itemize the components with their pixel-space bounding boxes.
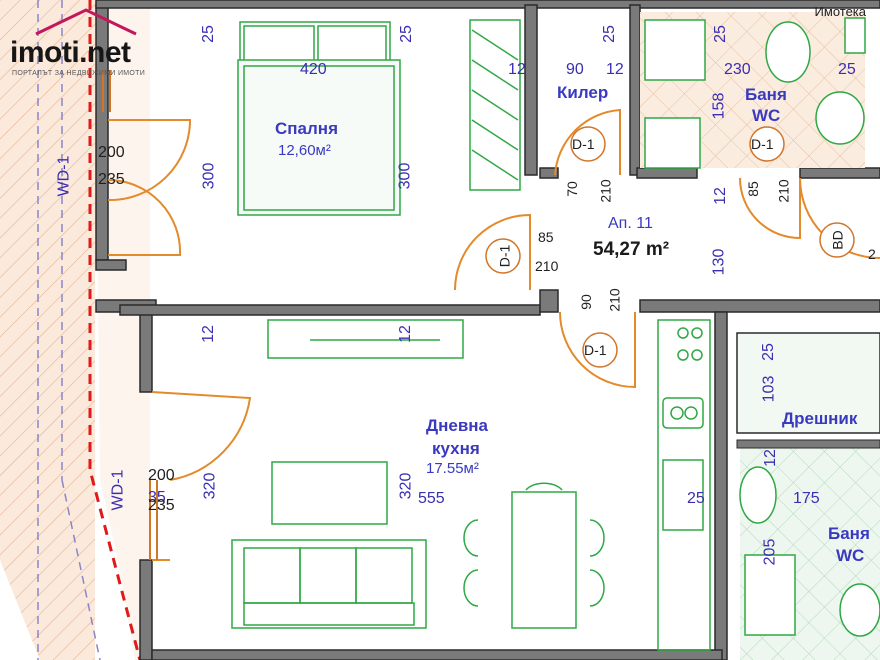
living-height-left: 320 bbox=[201, 472, 219, 500]
hall-depth: 130 bbox=[710, 248, 728, 276]
bathroom-width: 230 bbox=[724, 61, 751, 78]
bedroom-furniture bbox=[237, 19, 521, 216]
window-1-height: 235 bbox=[98, 171, 125, 188]
walls bbox=[95, 0, 880, 660]
door-5-width: 2 bbox=[868, 246, 876, 262]
window-frames bbox=[102, 70, 158, 560]
window-2-width: 200 bbox=[148, 467, 175, 484]
hall-wall: 12 bbox=[711, 187, 729, 205]
bathroom2-width: 175 bbox=[793, 490, 820, 507]
door-4-width: 90 bbox=[577, 294, 594, 310]
door-4-code: D-1 bbox=[584, 342, 607, 358]
door-markers bbox=[485, 126, 855, 368]
logo-tagline: ПОРТАЛЪТ ЗА НЕДВИЖИМИ ИМОТИ bbox=[12, 70, 146, 77]
bathroom2-wall: 12 bbox=[761, 449, 779, 467]
door-1-code: D-1 bbox=[572, 136, 595, 152]
storage-width: 90 bbox=[566, 61, 584, 78]
bathroom-name-line1: Баня bbox=[745, 85, 787, 104]
living-area: 17.55м² bbox=[426, 460, 479, 477]
red-boundary-line bbox=[88, 0, 142, 660]
door-2-code: D-1 bbox=[751, 136, 774, 152]
wardrobe-dim-a: 25 bbox=[759, 343, 777, 361]
bedroom-top-right: 25 bbox=[397, 25, 415, 43]
door-1-width: 70 bbox=[563, 181, 580, 197]
site-logo[interactable]: imoti.net bbox=[10, 36, 131, 69]
bathroom-top: 25 bbox=[711, 25, 729, 43]
storage-wall: 12 bbox=[606, 61, 624, 78]
terrace-hatch bbox=[0, 0, 95, 660]
window-2-height: 235 bbox=[148, 497, 175, 514]
door-4-height: 210 bbox=[606, 288, 623, 312]
bathroom-height: 158 bbox=[710, 92, 728, 120]
bathroom-wall: 25 bbox=[838, 61, 856, 78]
bathroom-fixtures bbox=[644, 17, 880, 637]
bedroom-area: 12,60м² bbox=[278, 142, 331, 159]
door-2-height: 210 bbox=[775, 179, 792, 203]
kitchen-dim: 25 bbox=[687, 490, 705, 507]
watermark: Имотека bbox=[814, 4, 866, 19]
bedroom-height-left: 300 bbox=[200, 162, 218, 190]
living-top-left: 12 bbox=[199, 325, 217, 343]
living-width: 555 bbox=[418, 490, 445, 507]
storage-name: Килер bbox=[557, 83, 609, 102]
apartment-area: 54,27 m² bbox=[593, 239, 670, 260]
living-height-right: 320 bbox=[397, 472, 415, 500]
wardrobe-wall: 12 bbox=[508, 61, 526, 78]
bedroom-top-left: 25 bbox=[199, 25, 217, 43]
bathroom-name-line2: WC bbox=[752, 106, 781, 125]
living-furniture bbox=[231, 319, 711, 651]
living-top-right: 12 bbox=[396, 325, 414, 343]
window-2-code: WD-1 bbox=[109, 469, 127, 511]
bedroom-name: Спалня bbox=[275, 119, 338, 138]
bathroom2-name-line2: WC bbox=[836, 546, 865, 565]
bathroom2-height: 205 bbox=[761, 538, 779, 566]
apartment-number: Ап. 11 bbox=[608, 215, 653, 232]
living-name-line1: Дневна bbox=[426, 416, 489, 435]
living-name-line2: кухня bbox=[432, 439, 480, 458]
window-1-width: 200 bbox=[98, 144, 125, 161]
wardrobe-dim-b: 103 bbox=[760, 375, 778, 403]
door-5-code: BD bbox=[829, 230, 846, 250]
door-3-height: 210 bbox=[535, 258, 559, 274]
wardrobe-name: Дрешник bbox=[782, 409, 858, 428]
storage-top: 25 bbox=[600, 25, 618, 43]
logo-roof-icon bbox=[35, 8, 137, 36]
window-1-code: WD-1 bbox=[55, 155, 73, 197]
door-2-width: 85 bbox=[744, 181, 761, 197]
door-1-height: 210 bbox=[597, 179, 614, 203]
window-2-sill: 35 bbox=[148, 489, 166, 506]
door-3-code: D-1 bbox=[496, 244, 513, 268]
door-3-width: 85 bbox=[538, 229, 554, 245]
bedroom-height-right: 300 bbox=[396, 162, 414, 190]
bedroom-width: 420 bbox=[300, 61, 327, 78]
bathroom2-name-line1: Баня bbox=[828, 524, 870, 543]
